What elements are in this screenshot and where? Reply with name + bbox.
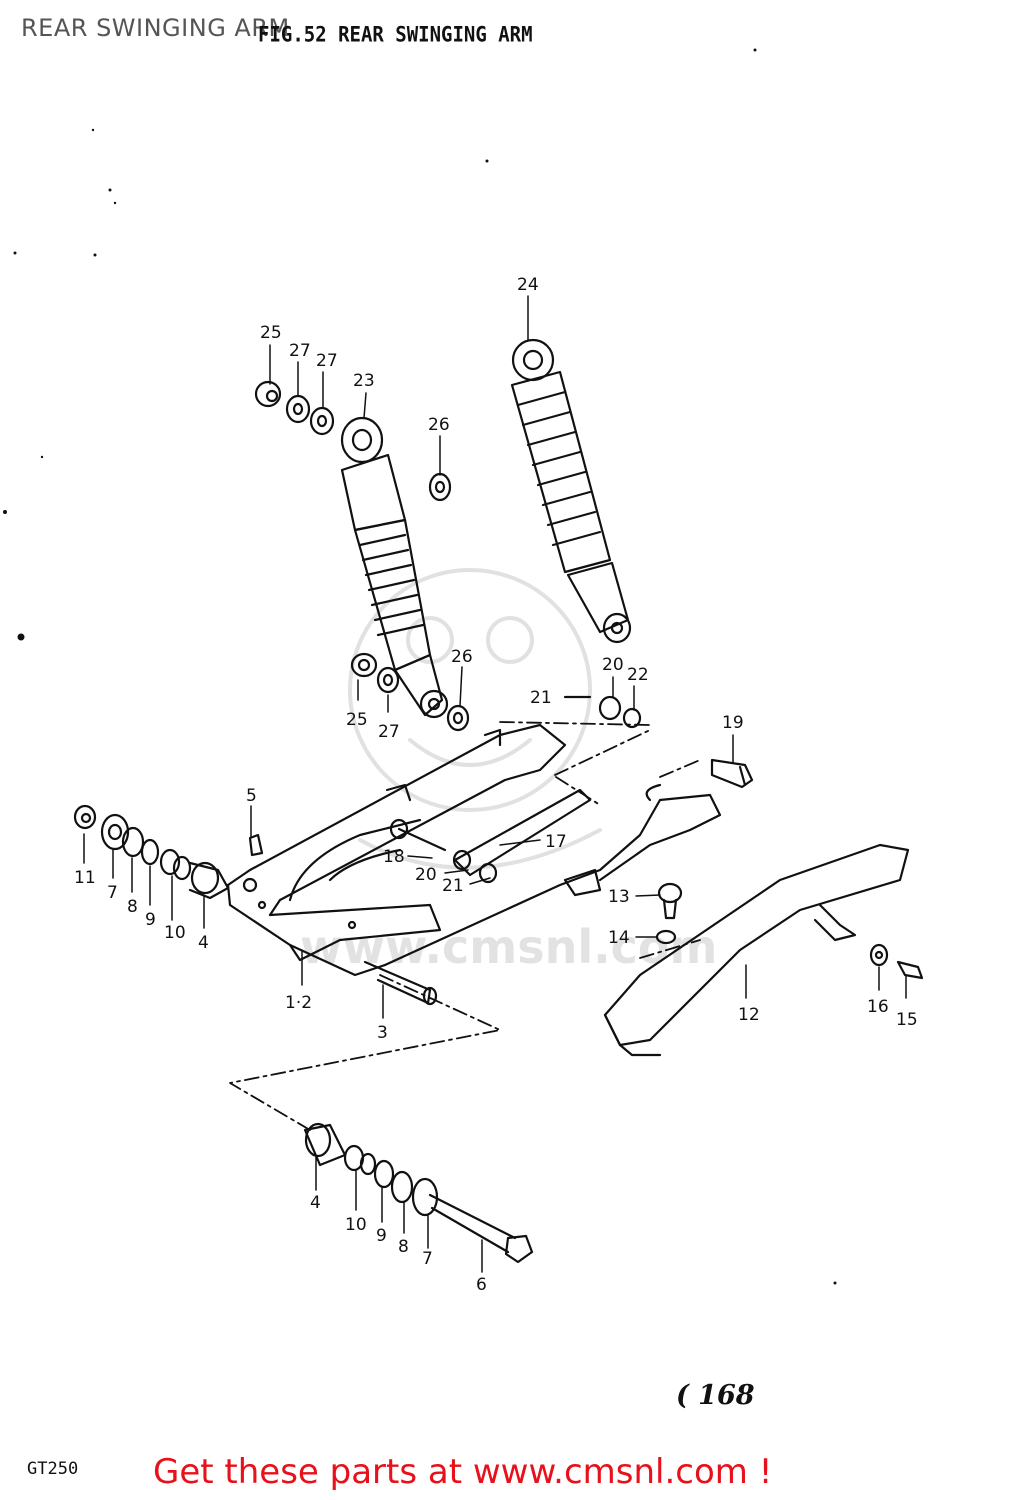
callout-27: 27 bbox=[378, 722, 400, 742]
callout-3: 3 bbox=[377, 1023, 388, 1043]
callout-26: 26 bbox=[451, 647, 473, 667]
callout-21: 21 bbox=[442, 876, 464, 896]
callout-16: 16 bbox=[867, 997, 889, 1017]
callout-17: 17 bbox=[545, 832, 567, 852]
callout-25: 25 bbox=[346, 710, 368, 730]
callout-9: 9 bbox=[376, 1226, 387, 1246]
assembly-lines bbox=[229, 721, 701, 1131]
footer-link[interactable]: Get these parts at www.cmsnl.com ! bbox=[153, 1452, 773, 1492]
callout-21: 21 bbox=[530, 688, 552, 708]
callout-14: 14 bbox=[608, 928, 630, 948]
callout-labels: 25 27 27 23 24 26 26 25 27 20 22 21 19 5… bbox=[74, 275, 918, 1295]
shock-absorber-left bbox=[340, 416, 449, 719]
page-title: REAR SWINGING ARM bbox=[21, 14, 290, 42]
callout-7: 7 bbox=[107, 883, 118, 903]
figure-title: FIG.52 REAR SWINGING ARM bbox=[258, 22, 533, 48]
bolt-19 bbox=[710, 758, 754, 789]
lower-shock-fasteners bbox=[350, 652, 642, 732]
grease-nipple bbox=[248, 833, 264, 857]
callout-27: 27 bbox=[289, 341, 311, 361]
callout-26: 26 bbox=[428, 415, 450, 435]
callout-20: 20 bbox=[602, 655, 624, 675]
watermark-logo bbox=[348, 568, 602, 870]
callout-4: 4 bbox=[198, 933, 209, 953]
callout-6: 6 bbox=[476, 1275, 487, 1295]
left-pivot-hardware bbox=[73, 804, 230, 900]
callout-19: 19 bbox=[722, 713, 744, 733]
callout-24: 24 bbox=[517, 275, 539, 295]
shock-absorber-right bbox=[510, 338, 632, 644]
callout-20: 20 bbox=[415, 865, 437, 885]
callout-13: 13 bbox=[608, 887, 630, 907]
swinging-arm bbox=[226, 723, 722, 977]
callout-18: 18 bbox=[383, 847, 405, 867]
callout-8: 8 bbox=[127, 897, 138, 917]
callout-10: 10 bbox=[345, 1215, 367, 1235]
right-pivot-hardware bbox=[303, 1122, 534, 1264]
callout-12: 12 bbox=[738, 1005, 760, 1025]
callout-7: 7 bbox=[422, 1249, 433, 1269]
callout-25: 25 bbox=[260, 323, 282, 343]
leader-lines bbox=[83, 295, 907, 1273]
chain-case-fasteners bbox=[869, 943, 924, 980]
callout-4: 4 bbox=[310, 1193, 321, 1213]
chain-case bbox=[603, 843, 910, 1057]
callout-23: 23 bbox=[353, 371, 375, 391]
scan-specks bbox=[3, 48, 837, 1285]
page-number: ( 168 bbox=[676, 1380, 755, 1411]
callout-5: 5 bbox=[246, 786, 257, 806]
callout-1-2: 1·2 bbox=[285, 993, 312, 1013]
callout-22: 22 bbox=[627, 665, 649, 685]
bolt-13 bbox=[655, 882, 683, 945]
callout-11: 11 bbox=[74, 868, 96, 888]
callout-8: 8 bbox=[398, 1237, 409, 1257]
callout-10: 10 bbox=[164, 923, 186, 943]
callout-9: 9 bbox=[145, 910, 156, 930]
callout-27: 27 bbox=[316, 351, 338, 371]
model-code: GT250 bbox=[27, 1459, 79, 1479]
callout-15: 15 bbox=[896, 1010, 918, 1030]
